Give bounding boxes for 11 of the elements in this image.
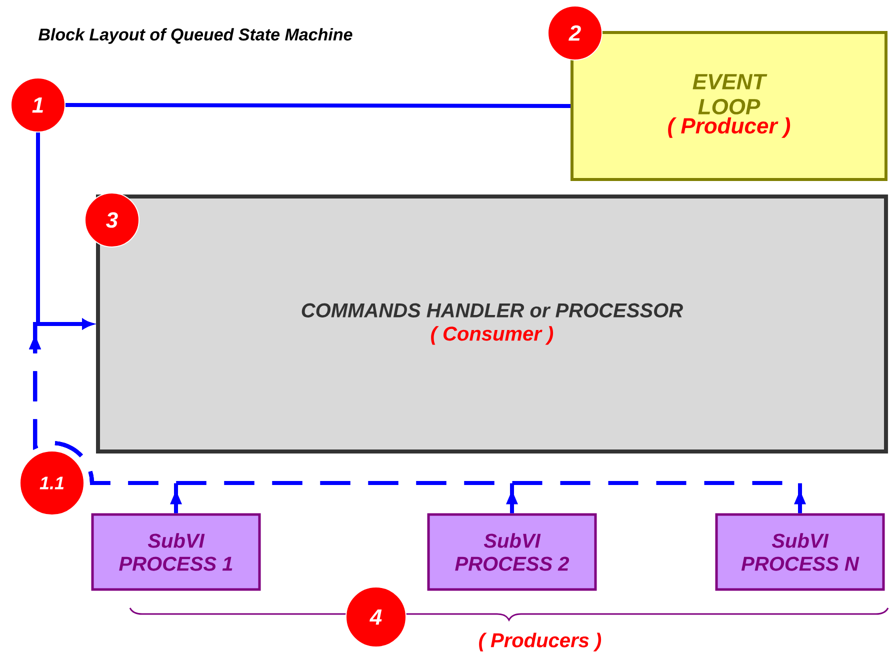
process-box: SubVI PROCESS 2 [427,513,597,591]
process-box: SubVI PROCESS N [715,513,885,591]
group-label: ( Producers ) [479,632,602,652]
arrow [29,319,806,514]
callout-number: 4 [346,586,406,648]
title: Block Layout of Queued State Machine [38,28,352,44]
process-box: SubVI PROCESS 1 [91,513,261,591]
callout-number: 1 [10,78,66,132]
callout-number: 2 [548,6,602,60]
callout-number: 1.1 [20,450,84,516]
callout-number: 3 [84,192,140,248]
